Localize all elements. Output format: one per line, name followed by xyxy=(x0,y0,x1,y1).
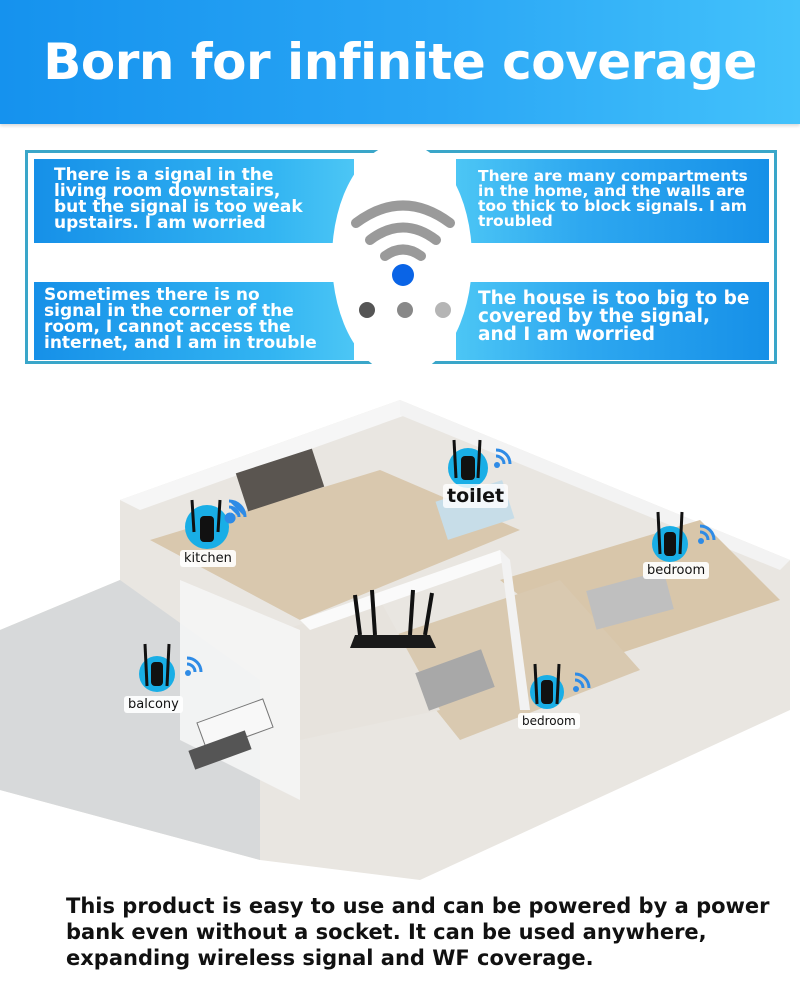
house-floorplan-illustration: kitchen toilet bedroom balcony bedroom xyxy=(0,380,800,880)
problem-line: There is a signal in the xyxy=(54,165,274,185)
room-label-balcony: balcony xyxy=(124,696,183,713)
description-line: This product is easy to use and can be p… xyxy=(66,894,770,918)
problem-card-big-house: The house is too big to be covered by th… xyxy=(456,282,769,360)
repeater-icon-kitchen xyxy=(185,499,247,549)
description-line: expanding wireless signal and WF coverag… xyxy=(66,946,594,970)
room-label-toilet: toilet xyxy=(443,484,509,508)
product-description: This product is easy to use and can be p… xyxy=(66,893,770,971)
problem-line: signal in the corner of the xyxy=(44,301,294,321)
floorplan-image xyxy=(0,400,790,880)
description-line: bank even without a socket. It can be us… xyxy=(66,920,707,944)
repeater-icon-bedroom-upper xyxy=(652,511,716,562)
problems-panel: There is a signal in the living room dow… xyxy=(25,143,777,375)
problem-card-walls: There are many compartments in the home,… xyxy=(456,159,769,243)
room-label-kitchen: kitchen xyxy=(180,550,236,567)
repeater-icon-bedroom-lower xyxy=(530,663,591,709)
repeater-icon-balcony xyxy=(139,643,203,692)
title-banner: Born for infinite coverage xyxy=(0,0,800,124)
problem-line: upstairs. I am worried xyxy=(54,213,266,233)
problem-line: in the home, and the walls are xyxy=(478,182,745,200)
router-icon xyxy=(350,589,436,648)
problem-line: troubled xyxy=(478,212,553,230)
problem-card-corner: Sometimes there is no signal in the corn… xyxy=(34,282,354,360)
room-label-bedroom-lower: bedroom xyxy=(518,713,580,729)
page-title: Born for infinite coverage xyxy=(43,33,757,91)
problem-line: There are many compartments xyxy=(478,167,748,185)
problem-card-living-room: There is a signal in the living room dow… xyxy=(34,159,354,243)
problem-line: The house is too big to be xyxy=(478,288,750,309)
wifi-signal-icon xyxy=(351,200,455,318)
center-oval xyxy=(332,143,472,375)
problem-line: and I am worried xyxy=(478,324,656,345)
problem-line: room, I cannot access the xyxy=(44,317,291,337)
problem-line: internet, and I am in trouble xyxy=(44,333,317,353)
problem-line: covered by the signal, xyxy=(478,306,710,327)
problem-line: living room downstairs, xyxy=(54,181,281,201)
problem-line: but the signal is too weak xyxy=(54,197,303,217)
problem-line: Sometimes there is no xyxy=(44,285,260,305)
problem-line: too thick to block signals. I am xyxy=(478,197,747,215)
repeater-icon-toilet xyxy=(448,439,512,488)
room-label-bedroom-upper: bedroom xyxy=(643,562,710,579)
